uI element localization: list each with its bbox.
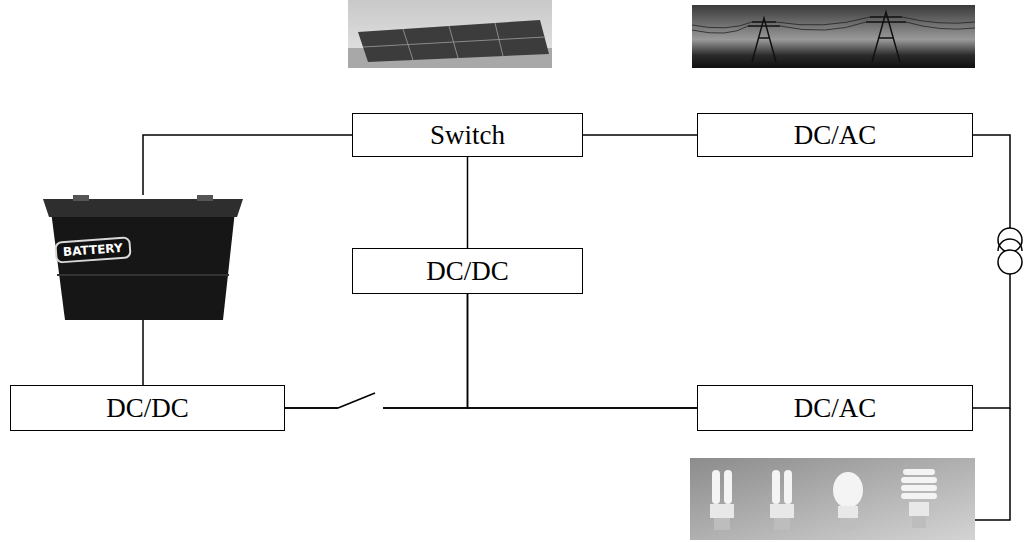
box-label: Switch xyxy=(430,122,505,149)
battery: BATTERY xyxy=(43,195,243,320)
box-label: DC/AC xyxy=(794,122,877,149)
bulb-icon-part xyxy=(714,518,730,530)
wire-connector xyxy=(583,134,697,136)
bulb-icon xyxy=(770,470,794,530)
wire-connector xyxy=(143,135,352,195)
box-label: DC/DC xyxy=(106,395,189,422)
wire-connector xyxy=(285,294,468,408)
battery-terminal xyxy=(197,195,213,201)
transformer-symbol-part xyxy=(998,228,1022,252)
load-bulbs-photo-part xyxy=(690,458,975,540)
wire-connector xyxy=(468,294,698,408)
bulb-icon xyxy=(904,472,934,528)
bulb-icon-part xyxy=(912,516,926,528)
inverter-box: DC/AC xyxy=(697,113,973,157)
power-line-photo-part xyxy=(692,17,975,33)
bulb-icon-part xyxy=(710,504,734,518)
solar-panel-photo-part xyxy=(358,20,549,62)
bulb-icon-part xyxy=(784,470,792,504)
power-line-photo-part xyxy=(692,5,975,68)
solar-panel-photo xyxy=(348,0,552,68)
box-label: DC/AC xyxy=(794,395,877,422)
switch-symbol-part xyxy=(338,393,375,408)
battery-ridge xyxy=(57,274,229,276)
bulb-icon-part xyxy=(770,504,794,518)
power-line-photo xyxy=(692,5,975,68)
transformer-symbol-part xyxy=(998,239,1022,251)
bulb-icon xyxy=(710,470,734,530)
solar-panel-photo-part xyxy=(348,0,552,68)
inverter-box: DC/AC xyxy=(697,385,973,431)
transformer-symbol xyxy=(998,228,1022,274)
wire-connector xyxy=(285,407,697,409)
load-bulbs-photo xyxy=(690,458,975,540)
converter-box: DC/DC xyxy=(10,385,285,431)
solar-panel-photo-part xyxy=(363,37,545,47)
transformer-symbol-part xyxy=(998,250,1022,274)
bulb-icon-part xyxy=(712,470,720,504)
load-wire-part xyxy=(975,408,1010,520)
battery-lid xyxy=(43,199,243,217)
wire-connector xyxy=(142,320,144,385)
load-wire xyxy=(975,408,1010,520)
bulb-icon-part xyxy=(833,472,863,508)
switch-symbol xyxy=(338,393,375,408)
bulb-icon-part xyxy=(724,470,732,504)
switch-box: Switch xyxy=(352,113,583,157)
battery-terminal xyxy=(73,195,89,201)
bulb-icon-part xyxy=(904,472,934,496)
bulb-icon-part xyxy=(841,518,855,530)
bulb-icon-part xyxy=(772,470,780,504)
wire-connector xyxy=(467,157,469,248)
box-label: DC/DC xyxy=(426,258,509,285)
bulb-icon-part xyxy=(774,518,790,530)
bulb-icon-part xyxy=(838,506,858,518)
bulb-icon-part xyxy=(909,502,929,516)
bulb-icon xyxy=(833,472,863,530)
power-line-photo-part xyxy=(748,18,780,62)
battery-body xyxy=(51,211,235,320)
power-line-photo-part xyxy=(866,12,906,62)
converter-box: DC/DC xyxy=(352,248,583,294)
